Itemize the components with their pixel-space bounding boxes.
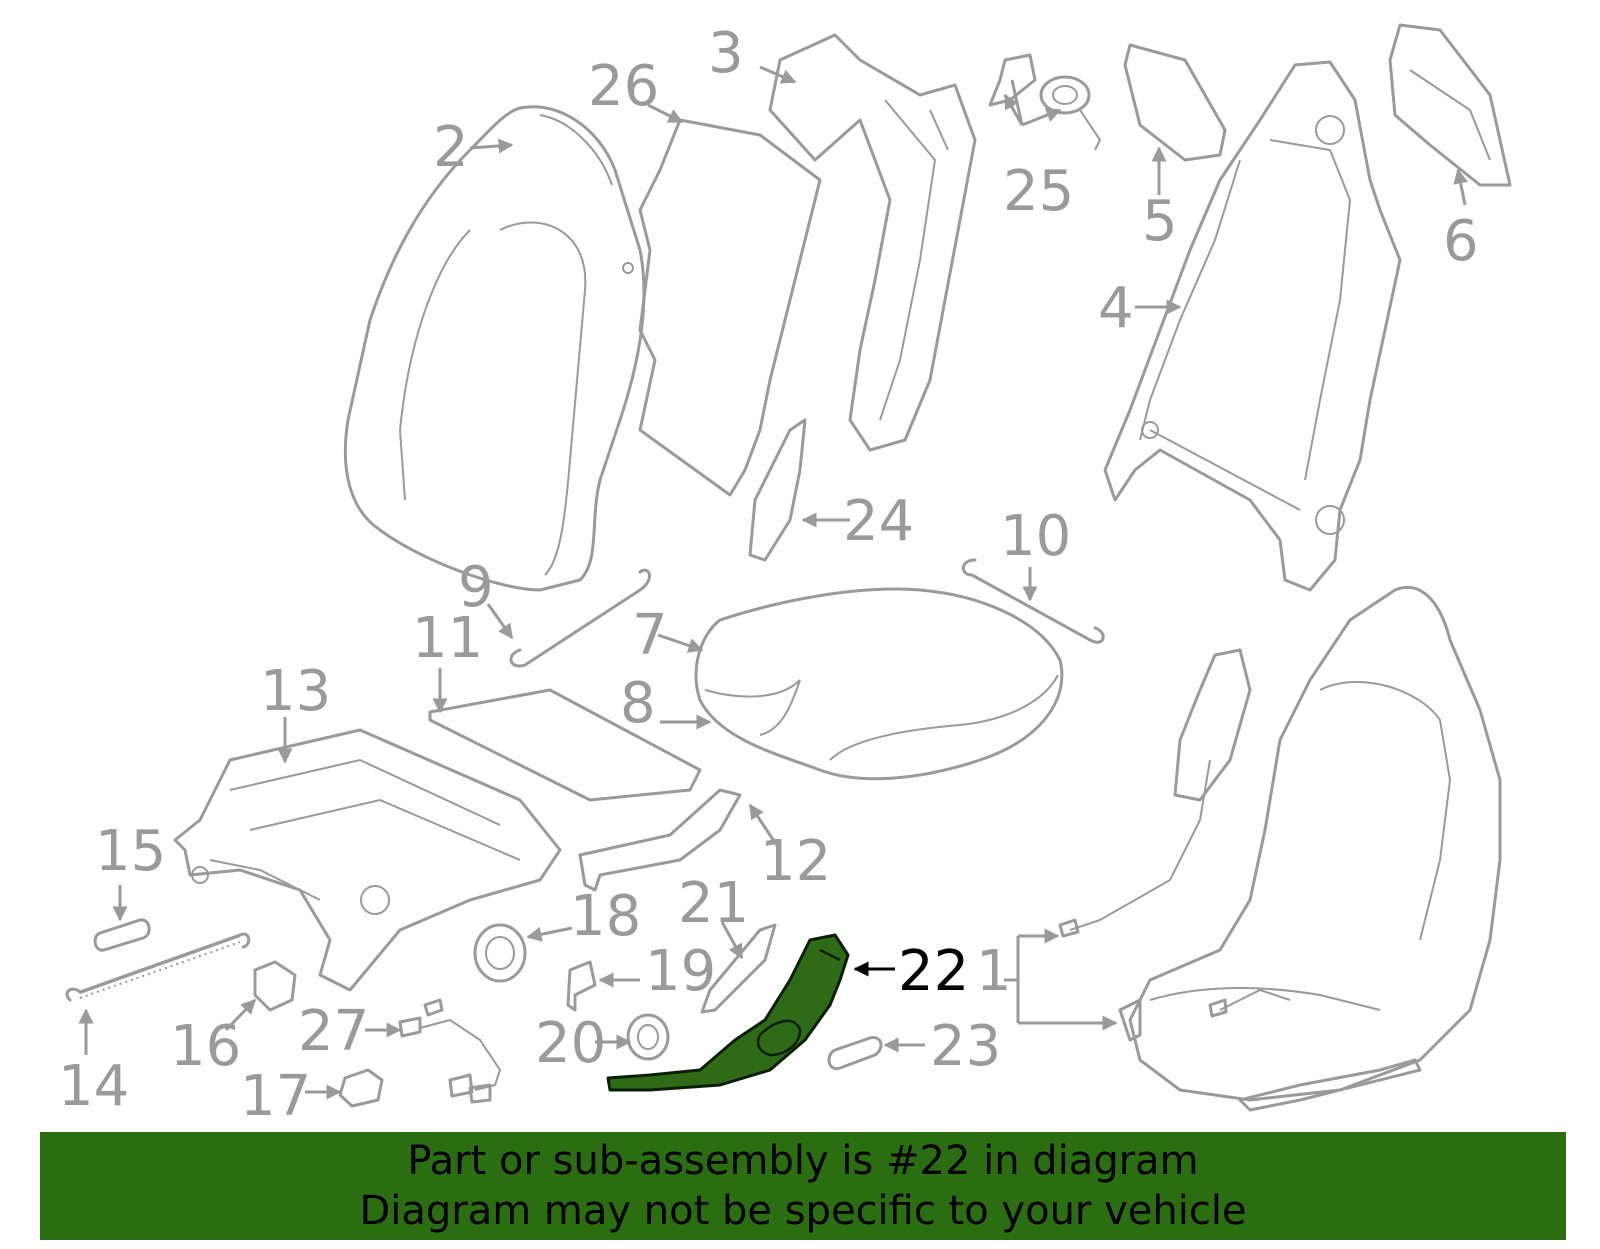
callout-7: 7 <box>632 603 668 668</box>
callout-9: 9 <box>458 555 494 620</box>
callout-21: 21 <box>678 871 749 936</box>
part-22-side-shield <box>606 933 850 1092</box>
part-10-wire <box>961 558 1105 644</box>
part-13-seat-frame <box>173 728 562 992</box>
part-11-pad <box>428 688 702 802</box>
part-9-wire <box>509 568 651 668</box>
callout-16: 16 <box>170 1014 241 1079</box>
part-19-bracket <box>566 960 597 1012</box>
part-14-spring <box>65 932 251 1002</box>
callout-8: 8 <box>620 671 656 736</box>
leader-lines <box>78 65 1469 1100</box>
callout-4: 4 <box>1098 276 1134 341</box>
callout-5: 5 <box>1142 189 1178 254</box>
part-23-cap <box>827 1036 883 1071</box>
part-16-clip <box>253 960 297 1012</box>
callout-6: 6 <box>1443 209 1479 274</box>
callout-24: 24 <box>843 489 914 554</box>
part-12-bracket <box>578 788 742 892</box>
callout-13: 13 <box>260 659 331 724</box>
part-5-guide-cover <box>1123 43 1227 162</box>
info-banner: Part or sub-assembly is #22 in diagram D… <box>40 1132 1566 1240</box>
part-15-pin <box>93 918 151 952</box>
callout-19: 19 <box>645 939 716 1004</box>
callout-15: 15 <box>95 819 166 884</box>
callout-18: 18 <box>570 884 641 949</box>
callout-11: 11 <box>412 606 483 671</box>
callout-20: 20 <box>535 1011 606 1076</box>
part-2-seatback-cover <box>343 105 646 592</box>
part-27-harness <box>398 998 502 1104</box>
banner-line-1: Part or sub-assembly is #22 in diagram <box>407 1138 1199 1184</box>
callout-23: 23 <box>930 1014 1001 1079</box>
callout-22: 22 <box>898 939 969 1004</box>
callout-25: 25 <box>1003 159 1074 224</box>
part-1-seat-assembly <box>1058 586 1502 1112</box>
part-26-pad-panel <box>638 118 822 497</box>
callout-12: 12 <box>760 829 831 894</box>
part-24-side-trim <box>748 418 807 562</box>
banner-line-2: Diagram may not be specific to your vehi… <box>359 1188 1247 1234</box>
callout-26: 26 <box>588 54 659 119</box>
part-7-cushion-cover <box>694 587 1064 781</box>
part-4-back-frame <box>1103 60 1402 592</box>
callout-2: 2 <box>433 115 469 180</box>
callout-10: 10 <box>1000 504 1071 569</box>
part-25-clip-and-ring <box>988 53 1102 151</box>
part-3-back-trim <box>768 33 977 452</box>
part-18-motor-knob <box>473 923 527 983</box>
seat-parts-diagram: 2 26 3 25 5 6 4 24 9 10 7 11 13 8 12 15 … <box>58 21 1512 1129</box>
part-20-knob <box>626 1013 670 1061</box>
callout-14: 14 <box>58 1054 129 1119</box>
part-21-trim-strip <box>700 923 777 1014</box>
callout-27: 27 <box>298 999 369 1064</box>
callout-17: 17 <box>240 1064 311 1129</box>
callout-3: 3 <box>708 21 744 86</box>
callout-labels: 2 26 3 25 5 6 4 24 9 10 7 11 13 8 12 15 … <box>58 21 1479 1129</box>
part-17-connector <box>338 1068 384 1108</box>
callout-1: 1 <box>976 939 1012 1004</box>
part-6-side-bracket <box>1388 23 1512 187</box>
